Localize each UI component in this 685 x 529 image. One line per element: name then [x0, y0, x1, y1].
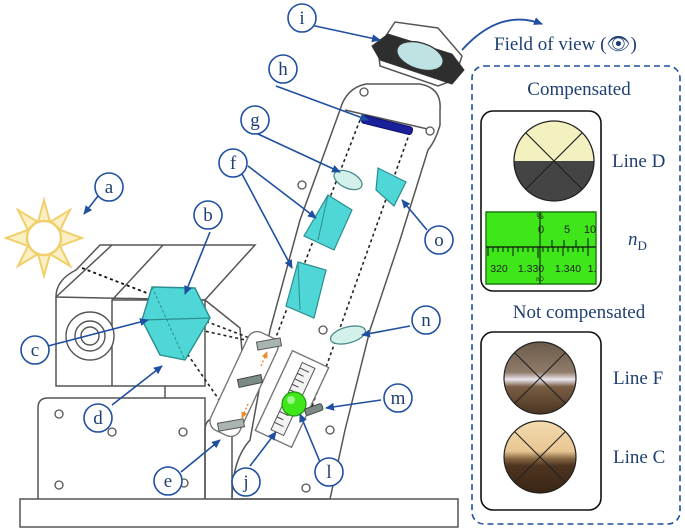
callout-f [218, 148, 248, 178]
eyepiece [371, 21, 465, 87]
callout-i-label: i [299, 8, 304, 29]
line-c-view [503, 420, 577, 494]
callout-n [411, 305, 441, 335]
line-d-label: Line D [612, 151, 665, 172]
scale-top-10: 10 [584, 224, 596, 236]
amici-prisms-f [285, 194, 353, 319]
callout-o [424, 225, 454, 255]
callout-e [153, 466, 183, 496]
line-d-view [513, 120, 595, 202]
screws [54, 87, 435, 493]
field-of-view-panel [471, 65, 681, 525]
adjustment-knob [65, 311, 115, 361]
line-f-view [503, 341, 577, 415]
compensator-e [209, 330, 283, 438]
callout-g-label: g [250, 110, 260, 131]
callout-b [193, 200, 223, 230]
scale-bottom-1: 1. [588, 263, 597, 275]
prism-o [375, 167, 407, 207]
nd-label: nD [628, 229, 647, 253]
objective-lens-g [333, 169, 363, 191]
callout-h-label: h [278, 59, 288, 80]
callout-h [268, 54, 298, 84]
scale-bottom-1340: 1.340 [555, 263, 581, 275]
callout-j-label: j [242, 472, 248, 493]
line-f-label: Line F [613, 368, 663, 389]
callout-o-label: o [434, 230, 444, 251]
callout-c [20, 335, 50, 365]
callout-j [231, 467, 261, 497]
scale-top-5: 5 [564, 224, 570, 236]
base-plate [19, 498, 459, 528]
callout-e-label: e [164, 471, 172, 492]
callout-a-label: a [105, 177, 114, 198]
callout-d-label: d [93, 408, 103, 429]
scale-bottom-1330: 1.330 [518, 263, 544, 275]
callout-l-label: l [326, 462, 331, 483]
scale-top-0: 0 [538, 224, 544, 236]
sun-icon [3, 196, 85, 280]
field-lens-n [329, 325, 367, 345]
callout-f-label: f [230, 153, 237, 174]
not-compensated-heading: Not compensated [513, 302, 646, 323]
index-mark-m [304, 403, 324, 416]
instrument-body [37, 83, 441, 500]
callout-m-label: m [391, 388, 406, 409]
scale-sub-label: nD [536, 277, 544, 283]
compensated-heading: Compensated [527, 79, 631, 100]
callout-l [314, 457, 344, 487]
illumination-l [281, 391, 307, 417]
view-arrow [461, 17, 543, 51]
callout-b-label: b [203, 205, 213, 226]
scale-bottom-320: 320 [490, 263, 508, 275]
nd-scale-view: % 0 5 10 320 1.330 1.340 1. nD [485, 211, 597, 285]
field-of-view-title: Field of view (👁) [494, 34, 637, 55]
line-c-label: Line C [613, 447, 665, 468]
callout-i [287, 3, 317, 33]
main-prism [141, 286, 211, 361]
callout-g [240, 105, 270, 135]
callout-m [383, 383, 413, 413]
scale-percent: % [536, 212, 543, 221]
callout-c-label: c [31, 340, 39, 361]
callout-a [94, 172, 124, 202]
reticle-bar-h [360, 114, 414, 136]
callout-n-label: n [421, 310, 431, 331]
callout-d [83, 403, 113, 433]
